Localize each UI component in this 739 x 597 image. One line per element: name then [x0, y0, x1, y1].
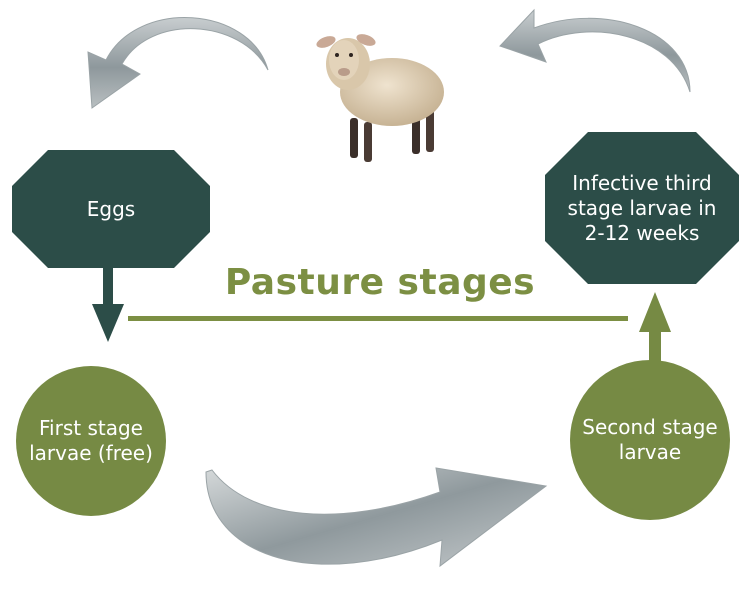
- pasture-stages-title: Pasture stages: [200, 258, 560, 306]
- curved-arrow-bottom-icon: [206, 468, 546, 566]
- curved-arrow-top-right-icon: [500, 10, 690, 92]
- arrow-up-icon: [639, 292, 671, 362]
- third-stage-label: Infective third stage larvae in 2-12 wee…: [545, 132, 739, 284]
- arrow-down-icon: [92, 266, 124, 342]
- eggs-label: Eggs: [12, 150, 210, 268]
- pasture-divider: [128, 316, 628, 321]
- sheep-image: [315, 32, 444, 162]
- second-stage-label: Second stage larvae: [566, 360, 734, 520]
- curved-arrow-top-left-icon: [88, 18, 268, 108]
- first-stage-label: First stage larvae (free): [16, 366, 166, 516]
